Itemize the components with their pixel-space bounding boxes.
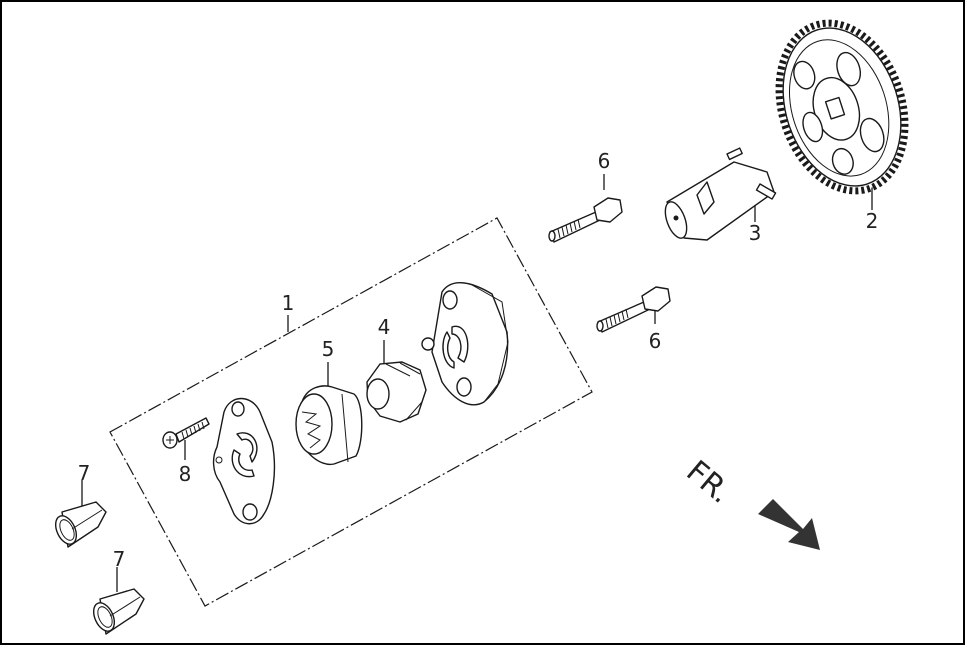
bolt-lower-drawing (596, 286, 671, 333)
dowel-pin-lower-drawing (92, 588, 145, 635)
driven-gear-drawing (775, 19, 909, 195)
outer-rotor-drawing (295, 385, 363, 466)
dowel-pin-upper-drawing (54, 501, 107, 548)
callout-2: 2 (865, 209, 879, 233)
pump-body-drawing (421, 282, 509, 406)
arrow-down-right-icon (758, 499, 820, 550)
callout-7-lower: 7 (112, 547, 126, 571)
pump-cover-plate-drawing (212, 397, 276, 525)
screw-drawing (162, 417, 210, 449)
callout-8: 8 (178, 462, 192, 486)
callout-4: 4 (377, 315, 391, 339)
inner-rotor-drawing (366, 361, 427, 423)
callout-6-lower: 6 (648, 329, 662, 353)
callout-6-upper: 6 (597, 149, 611, 173)
bolt-upper-drawing (548, 197, 623, 243)
callout-5: 5 (321, 337, 335, 361)
callout-3: 3 (748, 221, 762, 245)
assembly-group-box (109, 217, 593, 607)
callout-7-upper: 7 (77, 461, 91, 485)
pump-shaft-drawing (664, 147, 777, 241)
callout-1: 1 (281, 291, 295, 315)
